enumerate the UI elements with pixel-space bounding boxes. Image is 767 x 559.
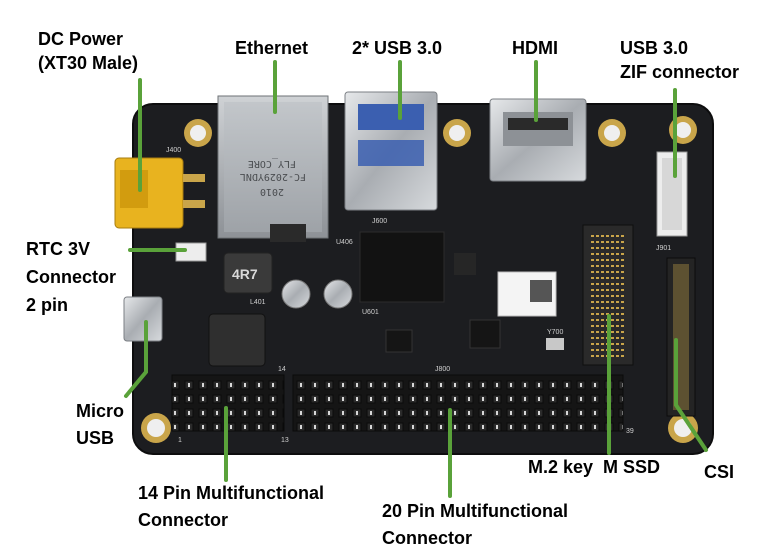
label-csi: CSI [704, 462, 735, 482]
label-usb3-zif: USB 3.0 ZIF connector [620, 38, 740, 82]
silk-j400: J400 [166, 147, 181, 154]
silk-u601: U601 [362, 309, 379, 316]
xt30-connector [114, 157, 205, 229]
rj45-silk-2: FC-2029YDNL [240, 171, 306, 182]
label-hdmi: HDMI [512, 38, 558, 58]
qr-label [497, 271, 557, 317]
silk-j901: J901 [656, 245, 671, 252]
usb3-dual-port [344, 91, 438, 211]
pointer-micro-usb [124, 320, 148, 398]
pointer-lines [124, 60, 708, 498]
rj45-silk-1: FLY_CORE [248, 158, 296, 169]
silk-pin-14: 14 [278, 366, 286, 373]
silk-pin-39: 39 [626, 428, 634, 435]
inductor [223, 252, 273, 294]
label-usb3-dual: 2* USB 3.0 [352, 38, 443, 58]
label-ethernet: Ethernet [235, 38, 309, 58]
hdmi-port [489, 98, 587, 182]
label-20pin: 20 Pin Multifunctional Connector [382, 501, 569, 548]
header-20pin [292, 374, 624, 432]
label-dc-power: DC Power (XT30 Male) [38, 29, 139, 73]
large-inductor [208, 313, 266, 367]
silk-pin-13: 13 [281, 437, 289, 444]
label-14pin: 14 Pin Multifunctional Connector [138, 483, 325, 530]
inductor-marking: 4R7 [232, 266, 258, 282]
silk-j800: J800 [435, 366, 450, 373]
silk-l401: L401 [250, 299, 266, 306]
silk-y700: Y700 [547, 329, 563, 336]
silk-u406: U406 [336, 239, 353, 246]
soc-chip [359, 231, 445, 303]
micro-usb-port [123, 296, 163, 342]
label-micro-usb: Micro USB [76, 401, 125, 448]
label-m2-ssd: M.2 key M SSD [528, 457, 661, 477]
pointer-csi [674, 338, 708, 452]
rj45-jack [217, 95, 329, 239]
silk-pin-1: 1 [178, 437, 182, 444]
label-rtc: RTC 3V Connector 2 pin [26, 239, 116, 315]
silk-j600: J600 [372, 218, 387, 225]
rj45-silk-3: 2010 [260, 186, 284, 197]
